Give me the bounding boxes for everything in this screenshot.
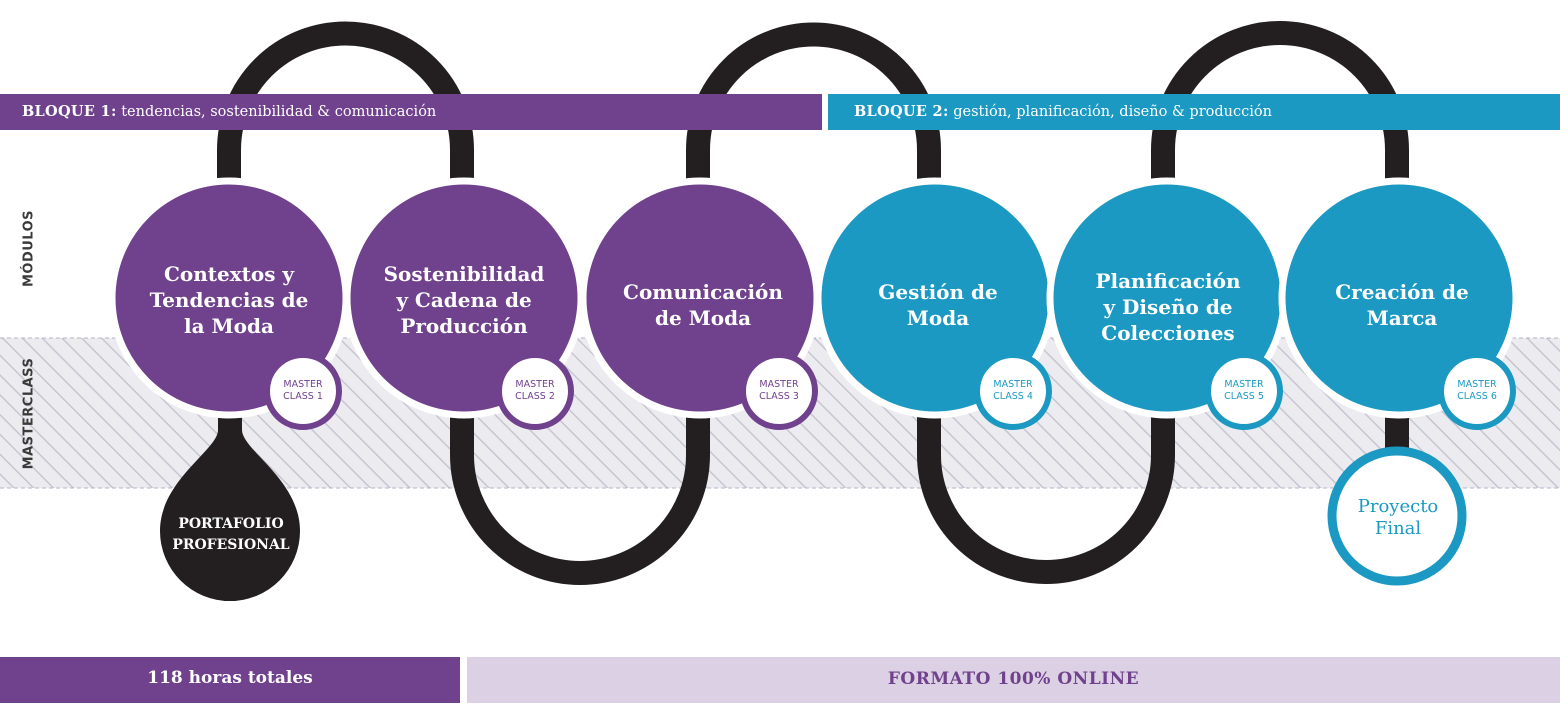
block1-text: tendencias, sostenibilidad & comunicació… (121, 104, 437, 120)
portfolio-drop (159, 405, 300, 602)
masterclass-badge-2 (496, 352, 574, 430)
modules-side-label: MÓDULOS (21, 209, 37, 288)
module-title-6: Creación de Marca (1335, 280, 1469, 330)
module-circle-6 (1278, 177, 1520, 419)
masterclass-badge-3 (740, 352, 818, 430)
valley-2-3 (450, 405, 710, 585)
module-title-4: Gestión de Moda (878, 280, 998, 330)
final-project-ring (1327, 446, 1467, 586)
masterclass-side-label: MASTERCLASS (21, 357, 37, 470)
masterclass-label-2: MASTER CLASS 2 (515, 379, 555, 402)
masterclass-label-4: MASTER CLASS 4 (993, 379, 1033, 402)
block2-label: BLOQUE 2: gestión, planificación, diseño… (854, 103, 1272, 120)
block2-text: gestión, planificación, diseño & producc… (953, 104, 1272, 120)
module-title-2: Sostenibilidad y Cadena de Producción (383, 262, 545, 338)
block1-label: BLOQUE 1: tendencias, sostenibilidad & c… (22, 103, 436, 120)
masterclass-label-5: MASTER CLASS 5 (1224, 379, 1264, 402)
block1-bar (0, 94, 822, 130)
masterclass-badge-6 (1438, 352, 1516, 430)
masterclass-badge-1 (264, 352, 342, 430)
masterclass-badge-4 (974, 352, 1052, 430)
masterclass-label-6: MASTER CLASS 6 (1457, 379, 1497, 402)
valley-4-5 (917, 405, 1175, 584)
masterclass-badge-5 (1205, 352, 1283, 430)
block2-bar (828, 94, 1560, 130)
module-title-3: Comunicación de Moda (623, 280, 783, 330)
masterclass-label-3: MASTER CLASS 3 (759, 379, 799, 402)
block1-prefix: BLOQUE 1: (22, 103, 117, 120)
masterclass-badges (264, 352, 1516, 430)
portfolio-label: PORTAFOLIO PROFESIONAL (172, 516, 290, 553)
format-bar (467, 657, 1560, 703)
module-title-5: Planificación y Diseño de Colecciones (1095, 269, 1241, 345)
hours-bar (0, 657, 460, 703)
final-project-label: Proyecto Final (1357, 496, 1439, 539)
masterclass-label-1: MASTER CLASS 1 (283, 379, 323, 402)
module-title-1: Contextos y Tendencias de la Moda (149, 262, 309, 338)
block2-prefix: BLOQUE 2: (854, 103, 949, 120)
hours-label: 118 horas totales (147, 668, 313, 688)
format-label: FORMATO 100% ONLINE (887, 669, 1140, 689)
